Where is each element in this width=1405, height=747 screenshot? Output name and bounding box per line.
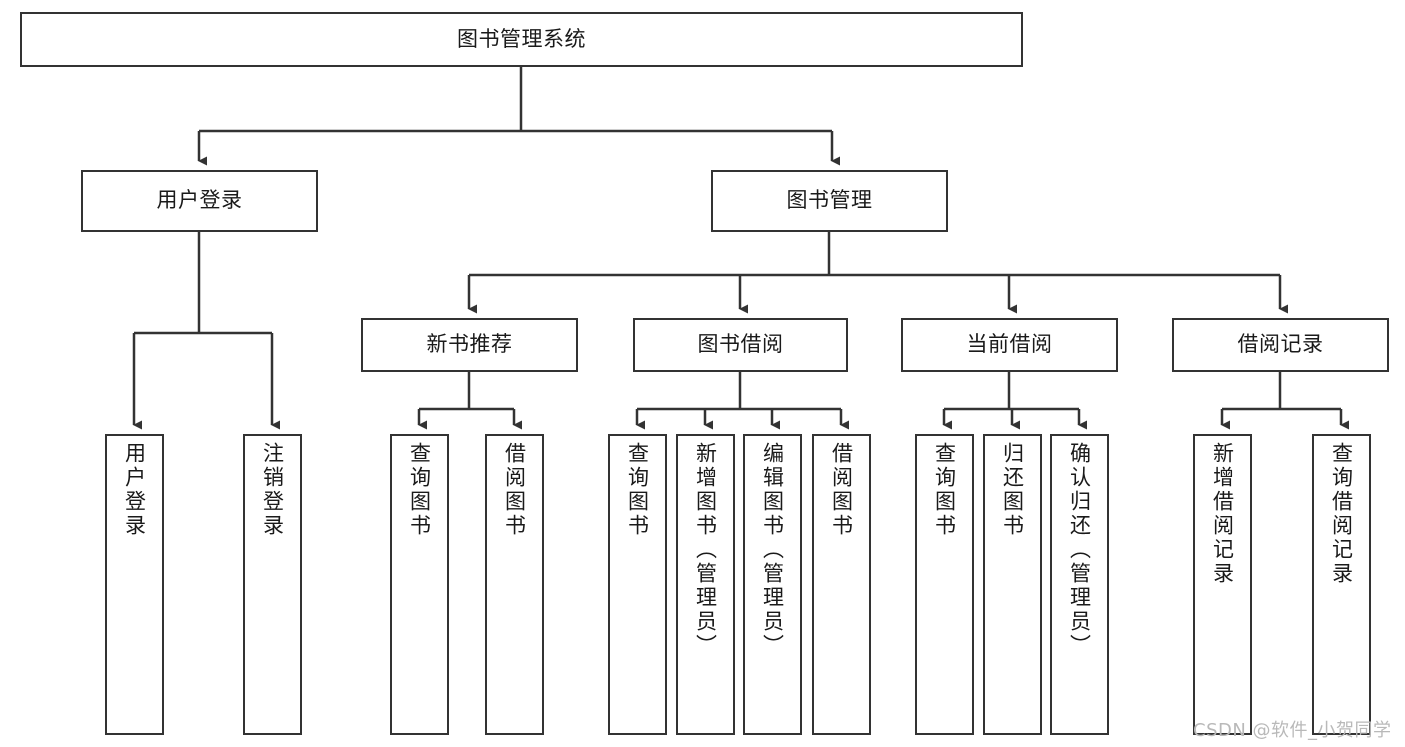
- node-leaf-query-book-2-label: 查询图书: [625, 442, 650, 538]
- node-leaf-query-book-1-label: 查询图书: [407, 442, 432, 538]
- node-leaf-borrow-book-1[interactable]: 借阅图书: [485, 434, 544, 735]
- node-leaf-add-book[interactable]: 新增图书（管理员）: [676, 434, 735, 735]
- node-leaf-edit-book-label: 编辑图书（管理员）: [760, 442, 785, 658]
- node-leaf-add-record-label: 新增借阅记录: [1210, 442, 1235, 586]
- node-leaf-borrow-book-1-label: 借阅图书: [502, 442, 527, 538]
- node-leaf-edit-book[interactable]: 编辑图书（管理员）: [743, 434, 802, 735]
- node-leaf-user-login-label: 用户登录: [122, 442, 147, 538]
- node-current-borrow-label: 当前借阅: [966, 332, 1053, 357]
- node-leaf-query-book-2[interactable]: 查询图书: [608, 434, 667, 735]
- node-leaf-query-book-3[interactable]: 查询图书: [915, 434, 974, 735]
- node-book-manage-label: 图书管理: [786, 188, 873, 213]
- node-leaf-user-login[interactable]: 用户登录: [105, 434, 164, 735]
- node-leaf-add-record[interactable]: 新增借阅记录: [1193, 434, 1252, 735]
- node-leaf-confirm-return-label: 确认归还（管理员）: [1067, 442, 1092, 658]
- node-leaf-logout-label: 注销登录: [260, 442, 285, 538]
- node-leaf-return-book[interactable]: 归还图书: [983, 434, 1042, 735]
- node-leaf-query-record-label: 查询借阅记录: [1329, 442, 1354, 586]
- csdn-watermark: CSDN @软件_小贺同学: [1193, 720, 1392, 741]
- node-leaf-logout[interactable]: 注销登录: [243, 434, 302, 735]
- node-user-login-label: 用户登录: [156, 188, 243, 213]
- node-root-label: 图书管理系统: [457, 26, 586, 51]
- node-leaf-return-book-label: 归还图书: [1000, 442, 1025, 538]
- node-leaf-add-book-label: 新增图书（管理员）: [693, 442, 718, 658]
- node-leaf-borrow-book-2-label: 借阅图书: [829, 442, 854, 538]
- node-root[interactable]: 图书管理系统: [20, 12, 1023, 67]
- node-book-borrow-label: 图书借阅: [697, 332, 784, 357]
- node-book-manage[interactable]: 图书管理: [711, 170, 948, 232]
- node-leaf-query-book-3-label: 查询图书: [932, 442, 957, 538]
- node-leaf-borrow-book-2[interactable]: 借阅图书: [812, 434, 871, 735]
- node-leaf-confirm-return[interactable]: 确认归还（管理员）: [1050, 434, 1109, 735]
- node-borrow-record-label: 借阅记录: [1237, 332, 1324, 357]
- node-book-borrow[interactable]: 图书借阅: [633, 318, 848, 372]
- node-borrow-record[interactable]: 借阅记录: [1172, 318, 1389, 372]
- node-new-book-rec[interactable]: 新书推荐: [361, 318, 578, 372]
- node-leaf-query-book-1[interactable]: 查询图书: [390, 434, 449, 735]
- node-current-borrow[interactable]: 当前借阅: [901, 318, 1118, 372]
- node-new-book-rec-label: 新书推荐: [426, 332, 513, 357]
- node-user-login[interactable]: 用户登录: [81, 170, 318, 232]
- node-leaf-query-record[interactable]: 查询借阅记录: [1312, 434, 1371, 735]
